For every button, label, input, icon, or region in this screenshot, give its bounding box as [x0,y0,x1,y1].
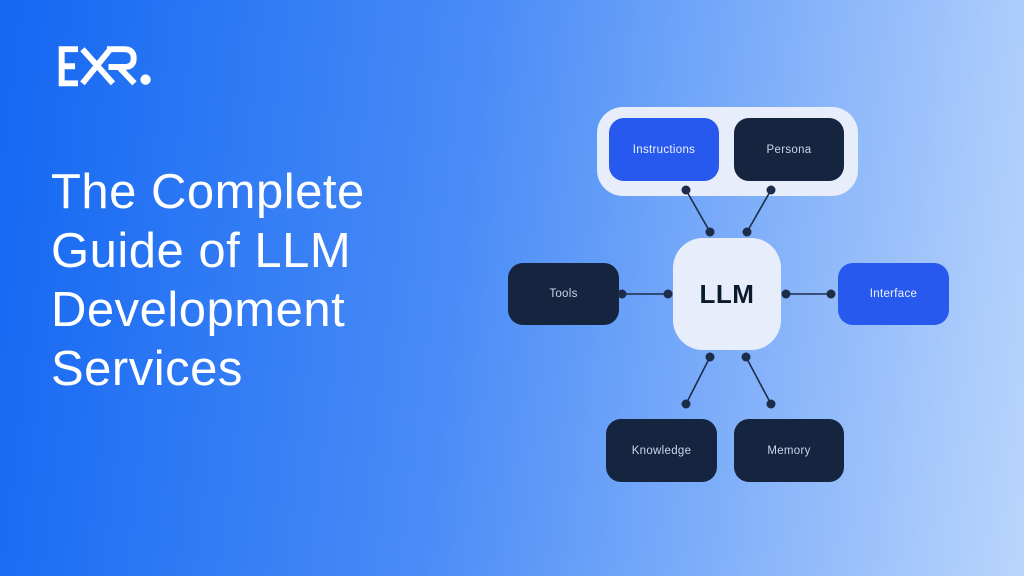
node-llm-label: LLM [699,278,755,309]
exr-logo [55,45,153,89]
exr-logo-mark [58,46,151,87]
node-interface-label: Interface [869,288,918,300]
page-title: The Complete Guide of LLM Development Se… [51,163,365,399]
page-title-line-4: Services [51,342,243,396]
node-memory-label: Memory [767,444,811,457]
node-instructions-label: Instructions [632,143,696,156]
node-memory: Memory [734,419,844,482]
node-persona: Persona [734,118,844,181]
page-title-line-2: Guide of LLM [51,224,352,278]
node-tools-label: Tools [549,288,578,300]
node-llm: LLM [673,238,781,350]
node-interface: Interface [838,263,949,325]
page-title-line-1: The Complete [51,165,365,219]
node-knowledge: Knowledge [606,419,717,482]
node-knowledge-label: Knowledge [631,444,692,457]
node-tools: Tools [508,263,619,325]
node-instructions: Instructions [609,118,719,181]
page-title-line-3: Development [51,283,346,337]
node-persona-label: Persona [766,143,812,156]
